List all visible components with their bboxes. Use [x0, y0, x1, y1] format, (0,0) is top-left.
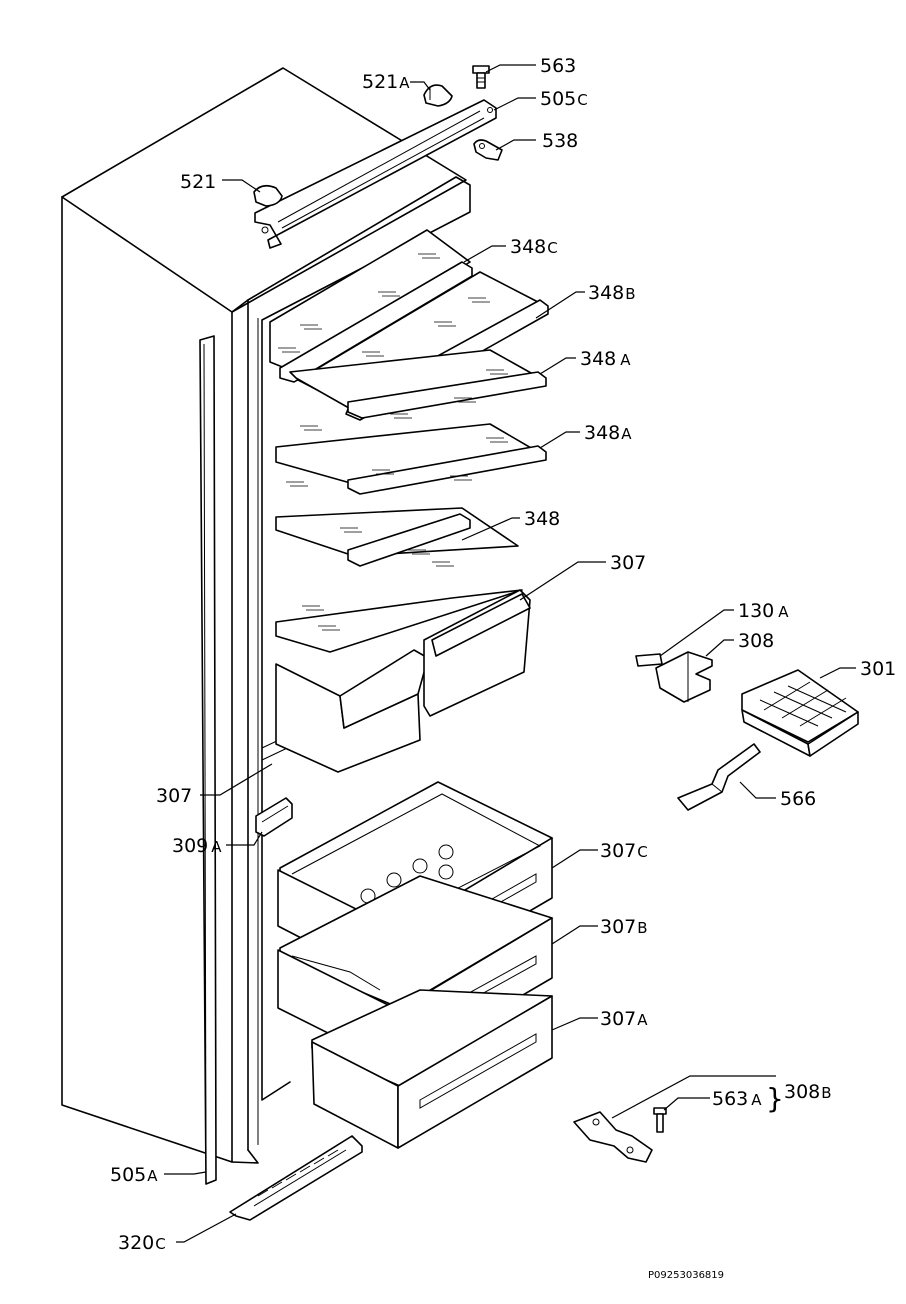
clip-130a: [635, 653, 663, 667]
label-563: 563: [540, 55, 576, 77]
label-307-left: 307: [156, 785, 192, 807]
label-566: 566: [780, 788, 816, 810]
screw-563: [472, 65, 490, 89]
label-307c: 307C: [600, 840, 648, 862]
shelf-348a-upper: [289, 349, 547, 419]
label-505c: 505C: [540, 88, 588, 110]
label-308b: 308B: [784, 1081, 832, 1103]
label-348a-lower: 348A: [584, 422, 632, 444]
label-307-top: 307: [610, 552, 646, 574]
label-301: 301: [860, 658, 896, 680]
hinge-pin-538: [473, 139, 503, 161]
freezer-drawer-307a: [311, 989, 553, 1149]
scraper-566: [677, 743, 761, 811]
ice-tray-301: [741, 669, 859, 757]
brace-308b: }: [766, 1082, 784, 1115]
hinge-bracket-308: [655, 651, 713, 703]
cover-plate-crisper: [275, 589, 523, 653]
label-348b: 348B: [588, 282, 636, 304]
leader-lines: [164, 64, 856, 1243]
hinge-plate-505c: [254, 99, 497, 249]
label-538: 538: [542, 130, 578, 152]
hinge-set-308b: [573, 1107, 667, 1163]
label-521: 521: [180, 171, 216, 193]
shelf-348: [275, 507, 519, 567]
shelf-348a-lower: [275, 423, 547, 495]
bracket-309a: [255, 797, 293, 837]
label-505a: 505A: [110, 1164, 158, 1186]
label-307b: 307B: [600, 916, 648, 938]
crisper-drawers-307: [275, 589, 531, 773]
label-307a: 307A: [600, 1008, 648, 1030]
hinge-cover-521: [253, 184, 283, 207]
label-348: 348: [524, 508, 560, 530]
label-521a: 521A: [362, 71, 410, 93]
label-348c: 348C: [510, 236, 558, 258]
label-308: 308: [738, 630, 774, 652]
drawing-code: P09253036819: [648, 1270, 724, 1281]
cabinet-body: [61, 67, 471, 1164]
label-320c: 320C: [118, 1232, 166, 1254]
shelf-348c: [269, 229, 473, 383]
grille-320c: [229, 1135, 363, 1221]
door-seal-505a: [199, 335, 217, 1185]
